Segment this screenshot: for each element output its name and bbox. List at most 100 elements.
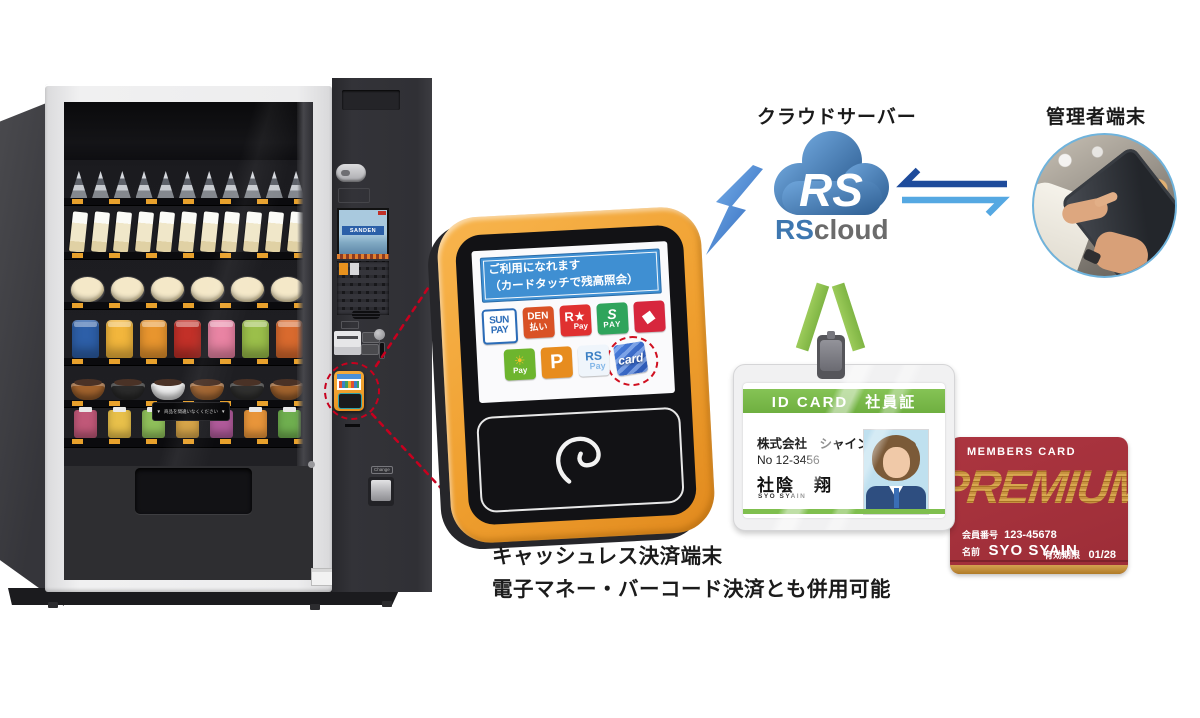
id-card-bottom-stripe: [743, 509, 945, 514]
product-pastry: [71, 277, 105, 302]
product-pickup-flap[interactable]: [135, 468, 252, 514]
members-card-title: MEMBERS CARD: [967, 446, 1077, 458]
door-handle[interactable]: [336, 164, 366, 182]
shelf-lip: [64, 302, 313, 310]
product-sandwich: [243, 211, 263, 253]
brand-label: PAY: [603, 319, 622, 330]
brand-p-pay: P: [540, 345, 574, 379]
shelf-lip: [64, 198, 313, 206]
bill-acceptor[interactable]: [334, 331, 361, 355]
product-sandwich: [112, 211, 132, 253]
product-sandwich: [134, 211, 154, 253]
product-sandwich: [199, 211, 219, 253]
brand-r-pay: R★Pay: [558, 303, 592, 337]
member-name: 名前 SYO SYAIN: [962, 542, 1078, 560]
speaker-grille: [352, 310, 380, 319]
product-sandwich: [177, 211, 198, 253]
id-card-number: No 12-3456: [757, 453, 820, 467]
product-sandwich: [156, 211, 176, 253]
vending-machine-door: ▼ 商品を間違いなくください ▼: [64, 102, 335, 586]
member-number-value: 123-45678: [1004, 529, 1057, 541]
shelf-row-onigiri: [68, 160, 307, 198]
id-card-photo: [863, 429, 929, 515]
product-bowl: [190, 379, 225, 400]
wordmark-cloud: cloud: [813, 214, 889, 245]
coin-slot[interactable]: [379, 342, 385, 359]
vent-panel: [342, 90, 400, 110]
shelf-row-sandwich: [68, 210, 307, 253]
shelf-row-snack: [68, 314, 307, 358]
product-snack: [242, 320, 270, 358]
brand-label: PAY: [490, 324, 509, 337]
brand-label: P: [549, 350, 565, 374]
lanyard-clip: [817, 331, 845, 379]
display-brand-text: SANDEN: [342, 226, 384, 235]
product-bowl: [110, 379, 145, 400]
caption-line2: 電子マネー・バーコード決済とも併用可能: [492, 578, 891, 601]
product-bowl: [150, 379, 185, 400]
portrait-tie: [894, 488, 899, 508]
product-onigiri: [200, 171, 218, 198]
product-pastry: [190, 277, 224, 302]
vending-machine-front-frame: ▼ 商品を間違いなくください ▼: [45, 84, 335, 592]
product-bowl: [270, 379, 305, 400]
member-number-label: 会員番号: [962, 530, 999, 540]
product-sandwich: [264, 211, 284, 253]
brand-label: card: [617, 349, 645, 368]
door-lock: [308, 461, 315, 468]
change-return-flap[interactable]: [368, 477, 394, 506]
service-panel: [361, 344, 379, 355]
cloud-server-label: クラウドサーバー: [757, 107, 917, 128]
brand-label: Pay: [573, 320, 589, 331]
product-snack: [71, 320, 99, 358]
id-card-holder: ID CARD 社員証 株式会社 シャイン商事 No 12-3456 社陰 翔 …: [733, 364, 955, 531]
product-sandwich: [221, 211, 241, 253]
lightning-bolt-icon: [706, 165, 763, 255]
shelf-row-bowl: [68, 368, 307, 400]
coin-return-button[interactable]: [374, 329, 385, 340]
rs-cloud-wordmark: RScloud: [775, 214, 889, 246]
change-label: Change: [371, 466, 393, 474]
arrow-down-icon: ▼: [221, 409, 226, 414]
portrait-face: [883, 447, 910, 478]
interior-notice-sign: ▼ 商品を間違いなくください ▼: [152, 402, 230, 421]
selection-keypad[interactable]: [337, 261, 389, 315]
member-expiry: 有効期限 01/28: [1044, 545, 1116, 563]
shelf-row-pastry: [68, 264, 307, 302]
ic-tap-pad[interactable]: [476, 406, 685, 514]
bill-slot-label: [341, 321, 359, 329]
member-name-label: 名前: [962, 547, 981, 557]
admin-tablet-photo: [1032, 133, 1177, 278]
member-expiry-value: 01/28: [1088, 549, 1116, 561]
card-gold-stripe: [950, 565, 1128, 574]
panel-slot: [345, 424, 360, 427]
product-onigiri: [222, 171, 240, 198]
rs-cloud-logo: RS: [774, 131, 889, 216]
member-number: 会員番号 123-45678: [962, 528, 1057, 541]
machine-display: SANDEN: [337, 208, 389, 256]
id-card: ID CARD 社員証 株式会社 シャイン商事 No 12-3456 社陰 翔 …: [743, 383, 945, 518]
product-pouch: [278, 407, 302, 438]
machine-foot: [382, 601, 392, 607]
shelf-lip: [64, 252, 313, 260]
key-panel: [338, 188, 370, 203]
brand-label: ◆: [640, 305, 658, 328]
id-card-name-roman: SYO SYAIN: [758, 493, 807, 500]
member-expiry-label: 有効期限: [1044, 550, 1081, 560]
product-pouch: [244, 407, 268, 438]
product-onigiri: [157, 171, 175, 198]
product-pastry: [151, 277, 185, 302]
product-pouch: [73, 407, 97, 438]
member-name-value: SYO SYAIN: [988, 542, 1078, 559]
info-strip: [337, 254, 389, 259]
machine-payment-terminal[interactable]: [324, 362, 380, 420]
